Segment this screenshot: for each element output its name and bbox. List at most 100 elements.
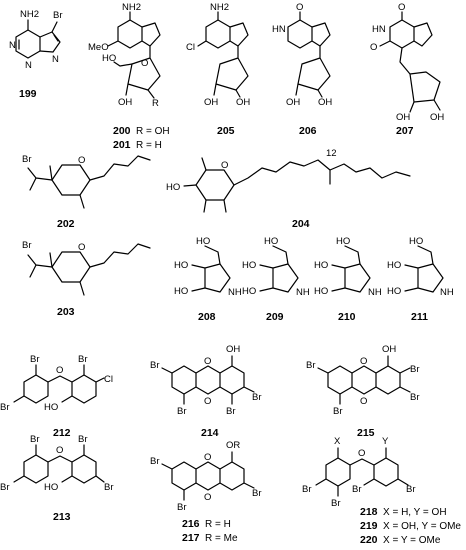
- c211-number: 211: [411, 311, 428, 323]
- compound-210: HO HO HO NH 210: [314, 236, 382, 323]
- c207-oh2-label: OH: [430, 112, 444, 123]
- c214-br2-label: Br: [177, 406, 187, 417]
- c211-ch2oh: [417, 245, 434, 265]
- c216-caption: R = H: [205, 519, 231, 530]
- c218-br2-label: Br: [331, 498, 341, 509]
- c213-ring-b: [71, 454, 97, 484]
- c215-br2-label: Br: [333, 406, 343, 417]
- c216-ring-a: [171, 461, 197, 491]
- c210-number: 210: [338, 311, 356, 323]
- c218-ether-bridge: [349, 458, 375, 466]
- c215-dioxin-bridges: [351, 365, 377, 395]
- c202-pyran-ring: [51, 164, 91, 196]
- c218-substituent-bonds: [315, 447, 409, 497]
- c204-o-label: O: [221, 160, 228, 171]
- c219-number: 219: [360, 520, 378, 532]
- c217-caption: R = Me: [205, 533, 238, 544]
- compound-211: HO HO HO NH 211: [387, 236, 454, 323]
- c213-number: 213: [53, 511, 71, 523]
- c200-r-label: R: [152, 98, 159, 109]
- c200-nh2-label: NH2: [122, 2, 141, 13]
- c205-oh3-label: OH: [204, 97, 218, 108]
- compound-214: OH Br Br Br Br O O 214: [150, 344, 262, 439]
- c204-number: 204: [292, 218, 310, 230]
- compound-209: HO HO HO NH 209: [242, 236, 310, 323]
- c209-ho2-label: HO: [242, 260, 256, 271]
- compound-213: Br Br Br Br HO O 213: [0, 434, 114, 523]
- c199-n3-label: N: [25, 60, 32, 71]
- c203-methyl2: [79, 281, 85, 296]
- c207-hn-label: HN: [372, 24, 386, 35]
- c206-oh2-label: OH: [318, 97, 332, 108]
- c212-substituent-bonds: [13, 364, 105, 403]
- c199-n1-label: N: [9, 40, 16, 51]
- c213-br1-label: Br: [30, 434, 40, 445]
- c219-caption: X = OH, Y = OMe: [383, 521, 461, 532]
- compound-208: HO HO HO NH 208: [174, 236, 242, 323]
- compound-212: Br Br Br Cl HO O 212: [0, 354, 113, 439]
- c213-ether-bridge: [47, 455, 73, 463]
- c212-ring-a: [23, 374, 49, 404]
- compound-207: O HN O OH OH 207: [370, 2, 444, 137]
- c208-ho2-label: HO: [174, 260, 188, 271]
- c212-br3-label: Br: [78, 354, 88, 365]
- c204-ho-label: HO: [166, 182, 180, 193]
- compound-205: NH2 Cl OH OH 205: [186, 2, 250, 137]
- c214-o2-label: O: [204, 396, 211, 407]
- c214-br1-label: Br: [150, 360, 160, 371]
- c218-br3-label: Br: [352, 484, 362, 495]
- c200-ome-label: MeO: [88, 42, 109, 53]
- c220-number: 220: [360, 534, 378, 546]
- c210-nh-label: NH: [368, 287, 382, 298]
- c200-r-bond: [147, 89, 155, 99]
- c199-br-label: Br: [53, 10, 63, 21]
- c220-caption: X = Y = OMe: [383, 535, 441, 546]
- c204-substituents: [183, 157, 227, 213]
- c208-nh-label: NH: [228, 287, 242, 298]
- c202-bromoethyl: [27, 167, 53, 191]
- c209-oh-bonds: [259, 264, 274, 292]
- c215-o1-label: O: [360, 356, 367, 367]
- c202-methyl2: [79, 194, 85, 209]
- c218-br1-label: Br: [302, 484, 312, 495]
- c207-carbonyl-bonds: [379, 11, 403, 47]
- c212-ring-b: [71, 374, 97, 404]
- c210-oh-bonds: [331, 264, 346, 292]
- c206-sugar-ring: [297, 45, 331, 91]
- c214-ring-b: [219, 365, 245, 395]
- c217-number: 217: [182, 532, 200, 544]
- compound-203: Br O 203: [22, 240, 151, 318]
- c216-dioxin-bridges: [195, 461, 221, 491]
- c211-ho3-label: HO: [387, 286, 401, 297]
- c216-o1-label: O: [204, 452, 211, 463]
- c208-ch2oh: [204, 245, 221, 265]
- c216-br2-label: Br: [177, 502, 187, 513]
- c200-purine-six-ring: [117, 19, 143, 49]
- c206-imidazole-ring: [311, 22, 331, 47]
- c204-c12-label: 12: [326, 148, 337, 159]
- c216-ring-b: [219, 461, 245, 491]
- c205-number: 205: [217, 125, 235, 137]
- c202-number: 202: [57, 218, 75, 230]
- c201-number: 201: [113, 139, 131, 151]
- c209-ring: [272, 263, 299, 293]
- c206-oh-bonds: [295, 83, 323, 98]
- c209-ch2oh: [272, 245, 289, 265]
- c203-o-label: O: [78, 242, 85, 253]
- c200-ch2oh-bond: [113, 61, 133, 67]
- c203-br-label: Br: [22, 240, 32, 251]
- c214-substituent-bonds: [161, 355, 255, 405]
- c210-ring: [344, 263, 371, 293]
- c214-number: 214: [201, 427, 219, 439]
- c214-br3-label: Br: [226, 406, 236, 417]
- c203-number: 203: [57, 306, 75, 318]
- c213-ho-label: HO: [44, 482, 58, 493]
- c218-y-label: Y: [382, 436, 389, 447]
- c212-br1-label: Br: [30, 354, 40, 365]
- c211-ho1-label: HO: [409, 236, 423, 247]
- compound-200-201: NH2 MeO HO O OH R 200 R = OH 201 R = H: [88, 2, 170, 151]
- c204-side-chain: [233, 159, 411, 186]
- c215-o2-label: O: [360, 396, 367, 407]
